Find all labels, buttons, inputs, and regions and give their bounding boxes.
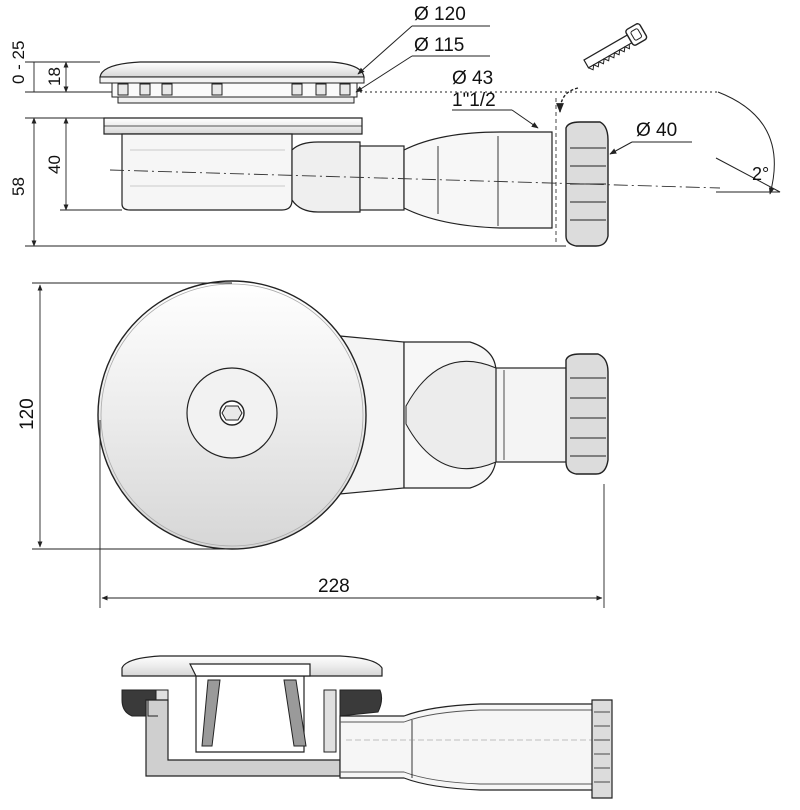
dim-angle: 2° <box>752 164 769 184</box>
top-view: 120 228 <box>17 280 609 608</box>
dim-height-18: 18 <box>45 67 64 86</box>
dim-height-58: 58 <box>9 177 28 196</box>
dim-height-adjust: 0 - 25 <box>9 41 28 84</box>
dim-height-40: 40 <box>45 155 64 174</box>
saw-icon <box>583 23 648 71</box>
dim-width-120: 120 <box>17 398 38 430</box>
dim-length-228: 228 <box>318 576 350 597</box>
dim-dia-120: Ø 120 <box>414 4 466 25</box>
cut-direction-arrow <box>556 87 579 113</box>
dim-dia-115: Ø 115 <box>414 35 464 56</box>
dim-dia-40: Ø 40 <box>636 120 677 141</box>
dim-thread: 1"1/2 <box>452 90 496 111</box>
section-view <box>121 655 613 799</box>
dim-dia-43: Ø 43 <box>452 68 493 89</box>
side-view: Ø 120 Ø 115 Ø 43 1"1/2 Ø 40 2° 0 - 25 18… <box>9 4 781 247</box>
